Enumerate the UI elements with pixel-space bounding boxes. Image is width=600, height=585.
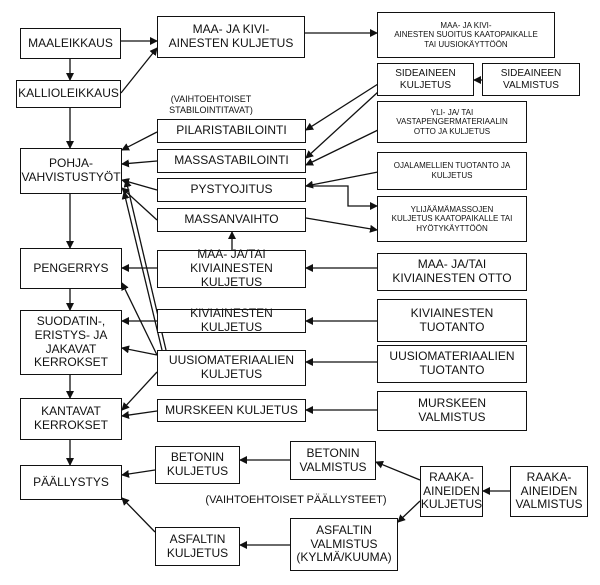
box-betoni-kuljetus: BETONIN KULJETUS bbox=[155, 446, 240, 484]
arrow-murske-kantavat bbox=[121, 410, 158, 419]
box-pilaristabilointi: PILARISTABILOINTI bbox=[157, 119, 306, 143]
arrow-massa-pohja bbox=[121, 159, 158, 168]
box-asfaltti-kuljetus: ASFALTIN KULJETUS bbox=[155, 527, 240, 566]
box-asfaltti-valmistus: ASFALTIN VALMISTUS (KYLMÄ/KUUMA) bbox=[290, 518, 398, 571]
box-ylijaama: YLIJÄÄMÄMASSOJEN KULJETUS KAATOPAIKALLE … bbox=[377, 196, 527, 242]
note-surfacing-alternatives: (VAIHTOEHTOISET PÄÄLLYSTEET) bbox=[205, 494, 387, 506]
arrow-asfaltti-paallystys bbox=[121, 497, 156, 533]
arrow-ojalamellien-pysty bbox=[305, 171, 379, 189]
box-yli-vasta: YLI- JA/ TAI VASTAPENGERMATERIAALIN OTTO… bbox=[377, 101, 527, 143]
arrow-uusio-suodatin bbox=[121, 345, 158, 356]
box-ojalamellien: OJALAMELLIEN TUOTANTO JA KULJETUS bbox=[377, 152, 527, 190]
arrow-raaka-betoni bbox=[375, 460, 421, 481]
box-maakivi-suoitus: MAA- JA KIVI- AINESTEN SUOITUS KAATOPAIK… bbox=[377, 12, 555, 58]
arrow-uusio-pengerrys bbox=[121, 282, 158, 356]
note-stabilization-alternatives: (VAIHTOEHTOISET STABILOINTITAVAT) bbox=[169, 94, 253, 115]
arrow-massanvaihto-ylijaama bbox=[305, 217, 378, 233]
arrow-pilari-pohja bbox=[121, 131, 158, 151]
box-maa-kivi-kuljetus: MAA- JA/TAI KIVIAINESTEN KULJETUS bbox=[157, 247, 306, 289]
box-paallystys: PÄÄLLYSTYS bbox=[20, 465, 122, 500]
box-kiviainesten-kuljetus: KIVIAINESTEN KULJETUS bbox=[157, 306, 306, 334]
box-raaka-kuljetus: RAAKA- AINEIDEN KULJETUS bbox=[420, 466, 483, 517]
box-murske-kuljetus: MURSKEEN KULJETUS bbox=[157, 399, 306, 422]
box-murske-valmistus: MURSKEEN VALMISTUS bbox=[377, 391, 527, 431]
box-suodatin: SUODATIN-, ERISTYS- JA JAKAVAT KERROKSET bbox=[20, 310, 122, 375]
box-kiviainesten-tuotanto: KIVIAINESTEN TUOTANTO bbox=[377, 299, 527, 342]
arrow-betoni-paallystys bbox=[121, 469, 156, 478]
box-maaleikkaus: MAALEIKKAUS bbox=[20, 28, 121, 59]
box-betoni-valmistus: BETONIN VALMISTUS bbox=[290, 441, 376, 480]
box-pystyojitus: PYSTYOJITUS bbox=[157, 178, 306, 202]
box-uusio-kuljetus: UUSIOMATERIAALIEN KULJETUS bbox=[157, 350, 306, 386]
box-kantavat-kerrokset: KANTAVAT KERROKSET bbox=[20, 398, 122, 440]
box-maakivi-kuljetus: MAA- JA KIVI- AINESTEN KULJETUS bbox=[157, 16, 305, 58]
arrow-uusio-pohja bbox=[121, 191, 163, 351]
box-pengerrys: PENGERRYS bbox=[20, 248, 122, 289]
arrow-sideaine-pilari bbox=[305, 83, 379, 131]
box-pohjavahvistustyot: POHJA- VAHVISTUSTYÖT bbox=[20, 148, 122, 194]
box-sideaine-valmistus: SIDEAINEEN VALMISTUS bbox=[482, 63, 580, 96]
arrow-kallio-kuljetus bbox=[120, 47, 158, 94]
arrow-pysty-ylijaama bbox=[306, 185, 378, 210]
arrow-uusio-kantavat bbox=[121, 371, 158, 411]
box-maa-kivi-otto: MAA- JA/TAI KIVIAINESTEN OTTO bbox=[377, 253, 527, 291]
box-massastabilointi: MASSASTABILOINTI bbox=[157, 149, 306, 173]
box-sideaine-kuljetus: SIDEAINEEN KULJETUS bbox=[377, 63, 474, 96]
arrow-yli-massa bbox=[305, 129, 379, 166]
arrow-raaka-asfaltti bbox=[397, 500, 421, 523]
arrow-sideaine-massa bbox=[305, 91, 379, 159]
box-massanvaihto: MASSANVAIHTO bbox=[157, 208, 306, 232]
box-kallioleikkaus: KALLIOLEIKKAUS bbox=[16, 80, 121, 108]
box-uusio-tuotanto: UUSIOMATERIAALIEN TUOTANTO bbox=[377, 345, 527, 383]
box-raaka-valmistus: RAAKA- AINEIDEN VALMISTUS bbox=[510, 466, 588, 517]
